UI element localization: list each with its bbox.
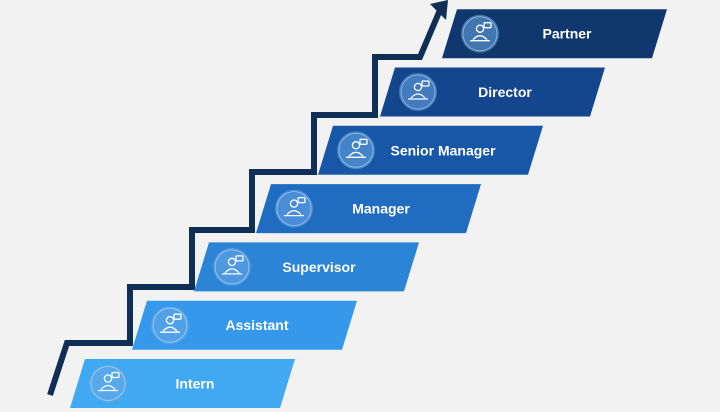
level-manager: Manager bbox=[256, 184, 481, 234]
level-senior-manager: Senior Manager bbox=[318, 125, 543, 175]
staircase-arrowhead bbox=[430, 0, 448, 20]
level-director: Director bbox=[380, 67, 605, 117]
level-bar bbox=[380, 67, 605, 117]
level-label: Assistant bbox=[225, 317, 288, 333]
partner-meeting-icon bbox=[461, 14, 499, 53]
level-label: Senior Manager bbox=[390, 142, 496, 158]
businessman-icon bbox=[337, 131, 375, 170]
level-label: Supervisor bbox=[282, 259, 356, 275]
level-label: Partner bbox=[542, 26, 592, 42]
level-label: Intern bbox=[176, 376, 215, 392]
growth-staircase-arrow bbox=[47, 8, 443, 396]
manager-chat-icon bbox=[275, 189, 313, 228]
level-bar bbox=[194, 242, 419, 292]
level-label: Manager bbox=[352, 201, 410, 217]
director-desk-icon bbox=[399, 73, 437, 111]
level-label: Director bbox=[478, 84, 532, 100]
level-supervisor: Supervisor bbox=[194, 242, 419, 292]
level-bar bbox=[132, 300, 357, 350]
level-bar bbox=[442, 9, 667, 59]
levels: Intern Assistant Supervisor Manager Senior M… bbox=[70, 9, 667, 408]
handshake-icon bbox=[213, 247, 251, 286]
level-bar bbox=[256, 184, 481, 234]
level-intern: Intern bbox=[70, 359, 295, 408]
assistant-desk-icon bbox=[151, 306, 189, 345]
level-partner: Partner bbox=[442, 9, 667, 59]
level-bar bbox=[318, 125, 543, 175]
graduate-icon bbox=[89, 364, 127, 403]
level-bar bbox=[70, 359, 295, 408]
level-assistant: Assistant bbox=[132, 300, 357, 350]
